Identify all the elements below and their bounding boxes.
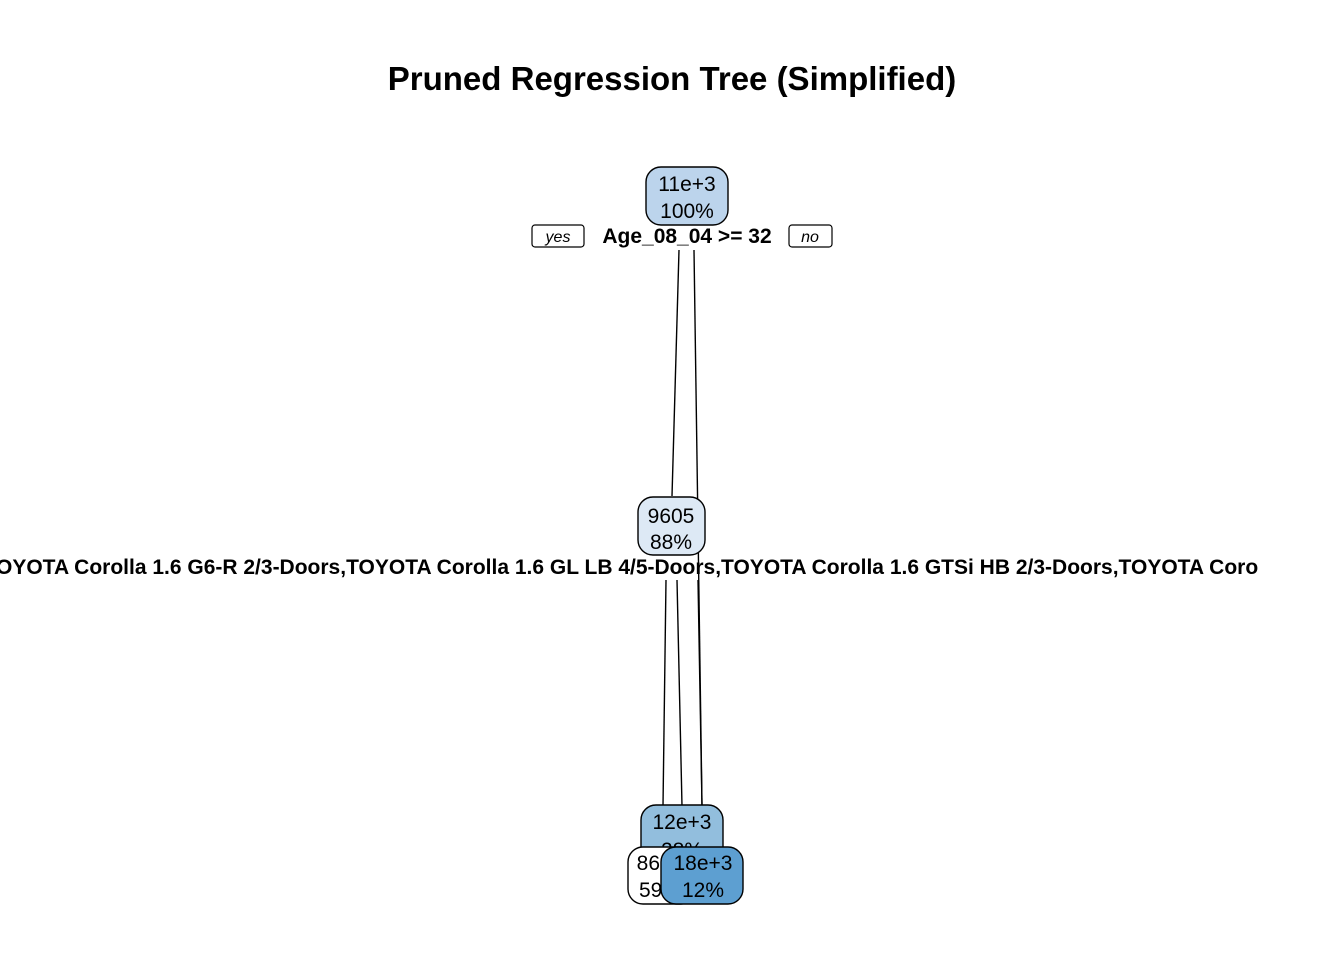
node-percent-2: 88% [650,531,692,554]
tree-node-root: 11e+3 100% [645,166,729,226]
tree-edges [662,249,703,807]
node-value-3: 12e+3 [653,811,712,834]
leaf-box-right [660,846,744,905]
leaf-percent-right: 12% [682,879,724,902]
edge-root-to-node2 [671,249,680,497]
node-percent-root: 100% [660,200,714,223]
node-box-root [645,166,729,226]
tree-leaf-right: 18e+3 12% [660,846,744,905]
split-root: yes Age_08_04 >= 32 no [531,224,833,248]
split-label-node2: OYOTA Corolla 1.6 G6-R 2/3-Doors,TOYOTA … [0,556,1258,579]
no-tag-label: no [801,229,819,246]
node-box-2 [637,496,706,556]
edge-node2-to-leaf-right [676,579,683,807]
yes-tag-label: yes [545,229,571,246]
edge-node2-to-node3 [697,579,703,807]
node-value-2: 9605 [648,505,695,528]
no-tag-box [788,224,833,248]
node-value-root: 11e+3 [658,173,715,196]
tree-node-2: 9605 88% [637,496,706,556]
split-label-root: Age_08_04 >= 32 [602,225,771,248]
leaf-value-right: 18e+3 [674,852,733,875]
plot-title: Pruned Regression Tree (Simplified) [388,60,956,97]
yes-tag-box [531,224,585,248]
edge-node2-to-leaf-left [662,579,667,807]
